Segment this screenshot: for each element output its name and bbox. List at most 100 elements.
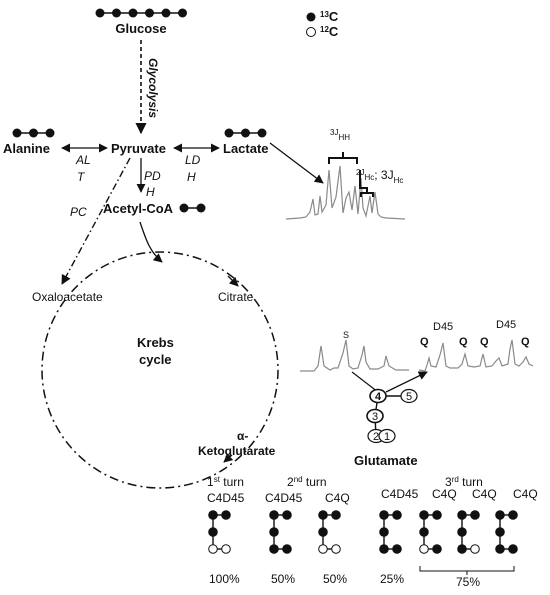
isotopomer-5-carbon-4 <box>419 544 429 554</box>
isotopomer-3-carbon-5 <box>331 544 341 554</box>
c4-to-spectrum-arrow <box>385 371 428 393</box>
pc-label: PC <box>70 205 87 219</box>
s-peak-label: S <box>343 330 349 340</box>
glutamate-spectrum-right <box>418 339 534 372</box>
isotopomer-1-carbon-2 <box>221 510 231 520</box>
isotopomer-label-5: C4Q <box>432 487 457 501</box>
oxaloacetate-label: Oxaloacetate <box>32 290 103 304</box>
akg-label-line2: Ketoglutarate <box>198 444 276 458</box>
q-label-3: Q <box>480 336 489 348</box>
percent-2: 50% <box>271 572 295 586</box>
glycolysis-label: Glycolysis <box>146 58 160 118</box>
turn1-heading: 1st turn <box>207 475 244 489</box>
cycle-arrow-akg <box>223 453 234 463</box>
isotopomer-7-carbon-5 <box>508 544 518 554</box>
q-label-4: Q <box>521 336 530 348</box>
isotopomer-label-1: C4D45 <box>207 491 245 505</box>
isotopomer-label-7: C4Q <box>513 487 538 501</box>
jhc-bracket <box>359 170 374 197</box>
ldh-label-line1: LD <box>185 153 201 167</box>
isotopomer-3-carbon-4 <box>318 544 328 554</box>
pc-arrow <box>61 157 131 285</box>
lactate-spectrum-trace <box>285 165 406 220</box>
alanine-carbon-chain <box>12 128 55 138</box>
d45-label-left: D45 <box>433 321 453 333</box>
q-label-1: Q <box>420 336 429 348</box>
percent-4: 25% <box>380 572 404 586</box>
isotopomer-6-carbon-2 <box>470 510 480 520</box>
glucose-carbon-chain <box>95 8 187 18</box>
isotopomer-structure-5 <box>419 510 442 554</box>
legend-open-dot <box>306 27 316 37</box>
percent-1: 100% <box>209 572 240 586</box>
isotopomer-2-carbon-2 <box>282 510 292 520</box>
legend: 13C 12C <box>306 9 339 39</box>
isotopomer-label-6: C4Q <box>472 487 497 501</box>
legend-13c: 13C <box>320 9 339 24</box>
isotopomer-label-4: C4D45 <box>381 487 419 501</box>
jhh-label: 3JHH <box>330 128 350 142</box>
isotopomer-structures <box>208 510 518 554</box>
lactate-to-spectrum-arrow <box>269 142 324 184</box>
turn3-heading: 3rd turn <box>445 475 483 489</box>
isotopomer-4-carbon-5 <box>392 544 402 554</box>
isotopomer-7-carbon-2 <box>508 510 518 520</box>
glutamate-label: Glutamate <box>354 453 418 468</box>
isotopomer-2-carbon-3 <box>269 527 279 537</box>
isotopomer-structure-3 <box>318 510 341 554</box>
cycle-arrow-citrate <box>227 275 239 287</box>
isotopomer-7-carbon-4 <box>495 544 505 554</box>
isotopomer-4-carbon-1 <box>379 510 389 520</box>
acetyl-coa-label: Acetyl-CoA <box>103 201 174 216</box>
isotopomer-2-carbon-5 <box>282 544 292 554</box>
turn2-heading: 2nd turn <box>287 475 327 489</box>
glucose-label: Glucose <box>115 21 166 36</box>
isotopomer-7-carbon-3 <box>495 527 505 537</box>
glutamate-c5: 5 <box>406 391 412 403</box>
isotopomer-structure-1 <box>208 510 231 554</box>
isotopomer-structure-6 <box>457 510 480 554</box>
isotopomer-6-carbon-5 <box>470 544 480 554</box>
isotopomer-label-2: C4D45 <box>265 491 303 505</box>
legend-12c: 12C <box>320 24 339 39</box>
glutamate-spectrum-left <box>300 339 409 372</box>
glutamate-c3: 3 <box>372 411 378 423</box>
citrate-label: Citrate <box>218 290 254 304</box>
isotopomer-3-carbon-1 <box>318 510 328 520</box>
akg-label-line1: α- <box>237 429 248 443</box>
percent-group: 75% <box>456 575 480 589</box>
isotopomer-3-carbon-3 <box>318 527 328 537</box>
alanine-label: Alanine <box>3 141 50 156</box>
glutamate-c4: 4 <box>375 391 382 403</box>
ldh-label-line2: H <box>187 170 196 184</box>
isotopomer-4-carbon-3 <box>379 527 389 537</box>
isotopomer-3-carbon-2 <box>331 510 341 520</box>
acetyl-coa-carbon-chain <box>179 203 206 213</box>
isotopomer-structure-2 <box>269 510 292 554</box>
alt-label-line2: T <box>77 170 86 184</box>
krebs-label-line2: cycle <box>139 352 172 367</box>
isotopomer-7-carbon-1 <box>495 510 505 520</box>
lactate-label: Lactate <box>223 141 269 156</box>
pdh-label-line2: H <box>146 185 155 199</box>
isotopomer-label-3: C4Q <box>325 491 350 505</box>
q-label-2: Q <box>459 336 468 348</box>
alt-label-line1: AL <box>75 153 91 167</box>
isotopomer-4-carbon-4 <box>379 544 389 554</box>
legend-filled-dot <box>306 12 316 22</box>
isotopomer-5-carbon-1 <box>419 510 429 520</box>
pyruvate-label: Pyruvate <box>111 141 166 156</box>
isotopomer-1-carbon-4 <box>208 544 218 554</box>
percent-3: 50% <box>323 572 347 586</box>
krebs-label-line1: Krebs <box>137 335 174 350</box>
isotopomer-1-carbon-1 <box>208 510 218 520</box>
krebs-cycle-circle <box>41 251 279 489</box>
glutamate-carbons: 2 1 3 4 5 <box>366 388 418 444</box>
third-turn-group-bracket <box>419 566 515 575</box>
lactate-carbon-chain <box>224 128 267 138</box>
isotopomer-6-carbon-4 <box>457 544 467 554</box>
jhc-label: 2JHc; 3JHc <box>356 168 403 185</box>
isotopomer-structure-4 <box>379 510 402 554</box>
isotopomer-5-carbon-3 <box>419 527 429 537</box>
